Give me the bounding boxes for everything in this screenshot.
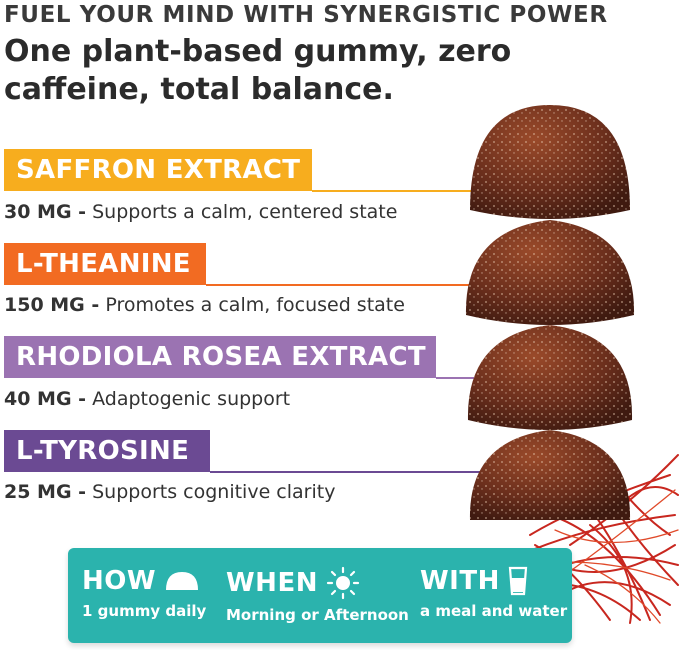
dose-amount: 25 MG - [4,481,87,503]
dose-benefit: Adaptogenic support [92,388,291,410]
gummy-stack-image [465,105,635,520]
ingredient-bar-tyrosine: L-TYROSINE [4,430,210,472]
ingredient-name: RHODIOLA ROSEA EXTRACT [16,342,426,372]
ingredient-bar-saffron: SAFFRON EXTRACT [4,149,312,191]
how-title: HOW [82,566,157,596]
gummy-icon [166,572,199,590]
when-detail: Morning or Afternoon [226,606,409,624]
ingredient-name: L-TYROSINE [16,436,190,466]
ingredient-dose-rhodiola: 40 MG - Adaptogenic support [4,388,290,410]
when-title-row: WHEN [226,566,409,600]
leader-line [210,471,498,473]
water-glass-icon [508,566,528,596]
ingredient-name: SAFFRON EXTRACT [16,155,301,185]
how-detail: 1 gummy daily [82,602,207,620]
eyebrow-heading: FUEL YOUR MIND WITH SYNERGISTIC POWER [4,2,608,28]
leader-line [206,284,498,286]
ingredient-bar-theanine: L-THEANINE [4,243,206,285]
when-title: WHEN [226,568,318,598]
ingredient-name: L-THEANINE [16,249,191,279]
with-detail: a meal and water [420,602,568,620]
with-title-row: WITH [420,566,567,596]
leader-line [312,190,498,192]
dose-amount: 150 MG - [4,294,100,316]
usage-panel: HOW 1 gummy daily WHEN Morning or Aftern… [68,548,572,643]
ingredient-dose-theanine: 150 MG - Promotes a calm, focused state [4,294,405,316]
leader-line [436,377,498,379]
dose-amount: 30 MG - [4,201,87,223]
with-title: WITH [420,566,500,596]
dose-benefit: Promotes a calm, focused state [105,294,405,316]
usage-how: HOW 1 gummy daily [82,566,206,620]
sun-icon [326,566,360,600]
usage-when: WHEN Morning or Afternoon [226,566,409,624]
dose-benefit: Supports a calm, centered state [92,201,398,223]
dose-benefit: Supports cognitive clarity [92,481,336,503]
headline: One plant-based gummy, zero caffeine, to… [4,34,512,107]
how-title-row: HOW [82,566,206,596]
ingredient-dose-tyrosine: 25 MG - Supports cognitive clarity [4,481,335,503]
dose-amount: 40 MG - [4,388,87,410]
ingredient-bar-rhodiola: RHODIOLA ROSEA EXTRACT [4,336,436,378]
ingredient-dose-saffron: 30 MG - Supports a calm, centered state [4,201,397,223]
usage-with: WITH a meal and water [420,566,567,620]
